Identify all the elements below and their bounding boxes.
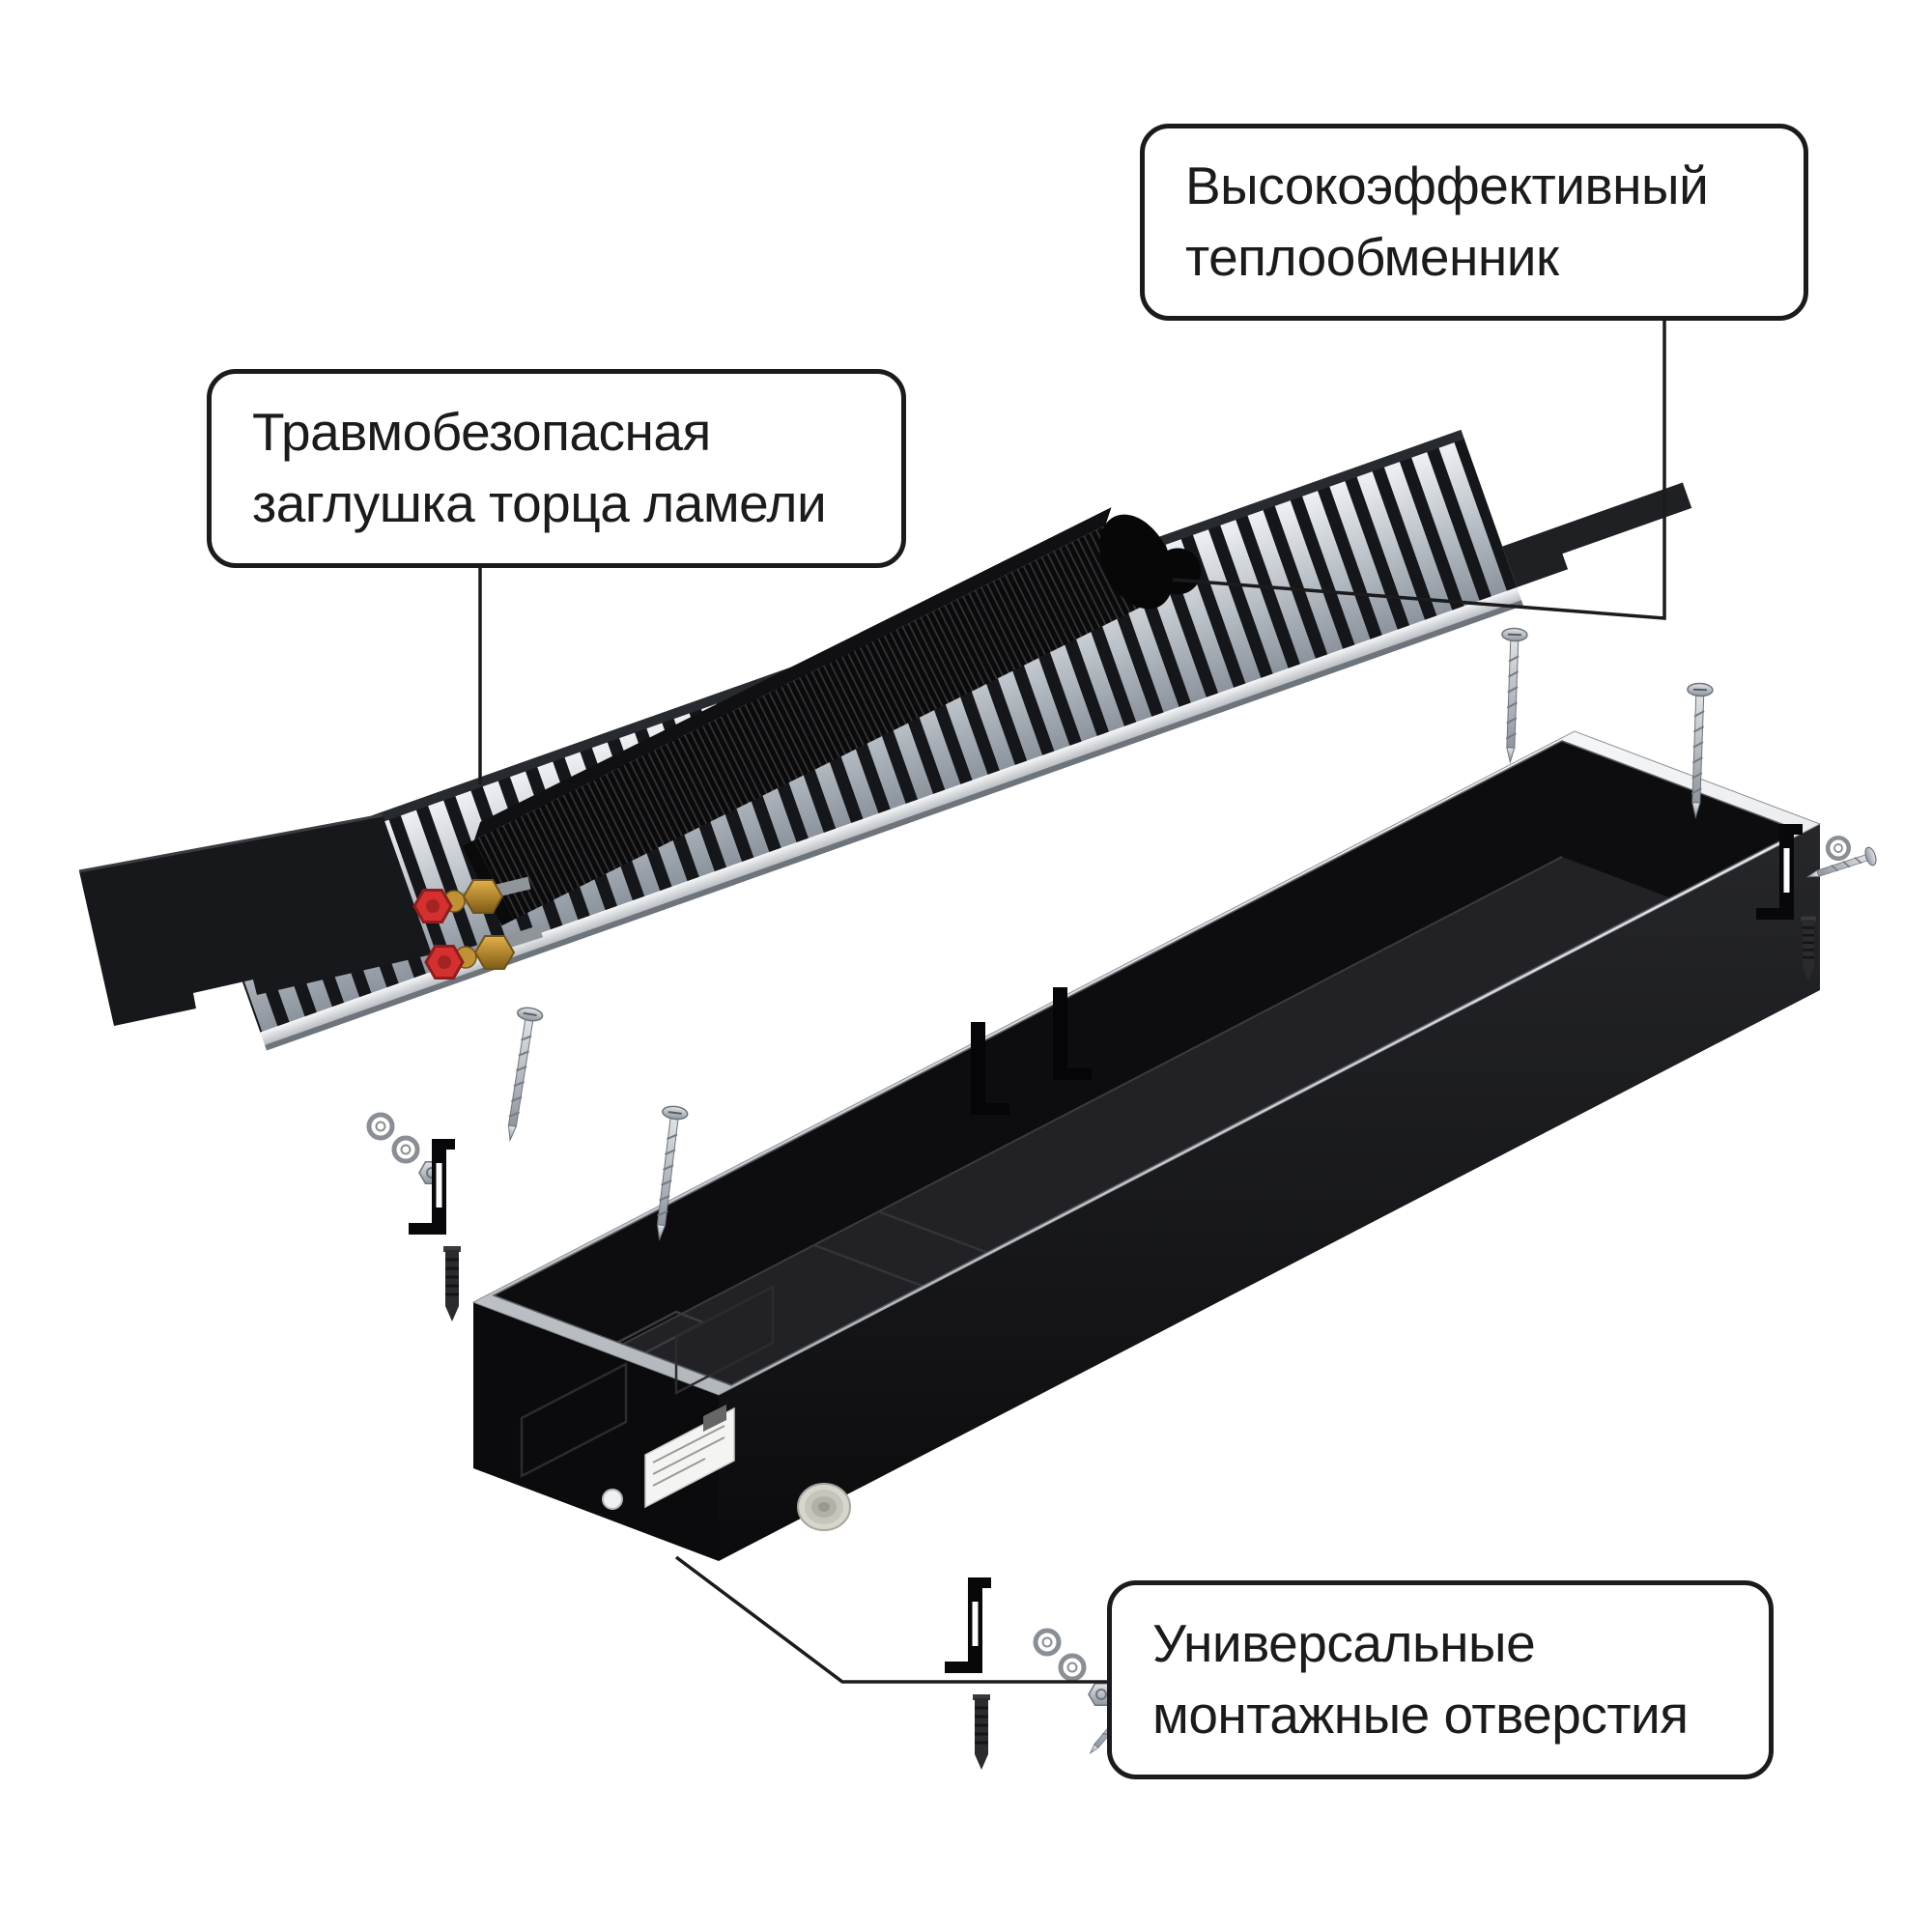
mounting-knockout [674, 1284, 775, 1396]
anchor [971, 1692, 992, 1772]
cable-grommet [797, 1483, 851, 1531]
callout-text: Высокоэффективный [1185, 156, 1709, 216]
washer [369, 1115, 392, 1138]
callout-text: Травмобезопасная [252, 402, 711, 463]
grille-side-rail [1502, 482, 1692, 587]
adjustable-tab [971, 1022, 1009, 1115]
end-cap-plate [78, 813, 432, 1026]
callout-mounting-holes: Универсальные монтажные отверстия [1107, 1580, 1774, 1779]
mounting-knockout [520, 1361, 628, 1479]
brand-badge [602, 1489, 623, 1510]
callout-text: монтажные отверстия [1152, 1685, 1689, 1745]
leader-lines [478, 321, 1666, 1684]
adjustable-tab [1053, 987, 1092, 1080]
exchanger-end-bend [1099, 514, 1174, 610]
callout-text: теплообменник [1185, 227, 1559, 287]
valve-cap-red [424, 945, 465, 980]
leader-line-heat-exchanger [1172, 321, 1666, 620]
brass-union [473, 935, 516, 970]
info-sticker [644, 1405, 735, 1509]
washer [1828, 838, 1849, 859]
finned-heat-exchanger [412, 507, 1202, 980]
anchor [441, 1244, 463, 1323]
callout-heat-exchanger: Высокоэффективный теплообменник [1140, 124, 1808, 321]
casing-front-wall [719, 824, 1820, 1561]
callout-text: Универсальные [1152, 1613, 1536, 1674]
washer [1061, 1656, 1084, 1679]
leader-line-mounting-holes [674, 1555, 1109, 1684]
callout-lamella-end-cap: Травмобезопасная заглушка торца ламели [207, 369, 906, 568]
screw [1496, 627, 1529, 764]
brass-union [462, 879, 504, 914]
washer [1036, 1631, 1059, 1654]
screw [497, 1005, 545, 1144]
valve-cap-red [412, 889, 453, 923]
washer [394, 1138, 417, 1161]
trench-casing [471, 730, 1822, 1561]
mounting-bracket [945, 1577, 991, 1673]
callout-text: заглушка торца ламели [252, 473, 827, 533]
